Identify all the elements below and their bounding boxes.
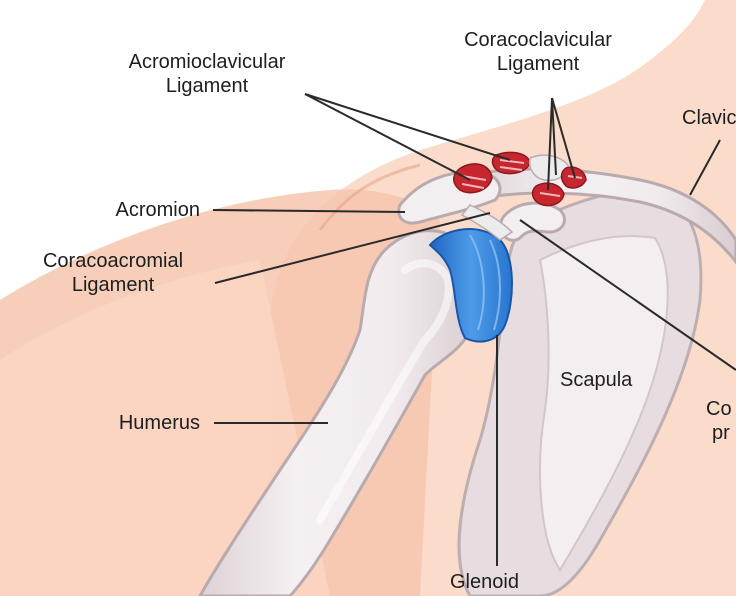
label-coracoid-line2: pr [712,422,730,444]
skin-shoulder-contour [318,163,421,231]
coracoacromial-ligament [460,204,514,241]
leader-coracoclavicular-1 [551,97,557,176]
label-coracoclavicular-ligament: Coracoclavicular Ligament [438,28,638,76]
glenoid-cartilage [428,228,513,343]
label-humerus: Humerus [118,412,200,434]
label-clavicle: Clavic [682,107,736,129]
skin-arm-light [0,260,330,596]
label-coracoacromial-line2: Ligament [71,274,155,296]
label-coracoclavicular-line1: Coracoclavicular [464,29,612,51]
label-acromioclavicular-line1: Acromioclavicular [128,51,286,73]
leader-acromion [212,209,406,213]
leader-coracoacromial [214,212,491,284]
glenoid-cartilage-ridges [469,234,501,331]
label-glenoid: Glenoid [450,571,519,593]
label-coracoid-line1: Co [706,398,732,420]
leader-coracoclavicular-3 [547,97,553,191]
label-coracoid-process: Co pr [706,397,736,445]
leader-acromioclavicular-2 [304,93,511,161]
leader-coracoid-process [519,219,736,371]
leader-acromioclavicular-1 [304,93,471,181]
label-acromion: Acromion [115,199,200,221]
label-coracoacromial-line1: Coracoacromial [42,250,184,272]
scapula-inner-shading [538,235,669,572]
label-coracoclavicular-line2: Ligament [496,53,580,75]
leader-lines [212,93,736,566]
leader-clavicle [689,139,721,196]
leader-coracoclavicular-2 [551,97,576,179]
label-coracoacromial-ligament: Coracoacromial Ligament [18,249,208,297]
acromioclavicular-ligament [453,151,531,194]
humerus-shaft-highlight [316,259,453,524]
label-scapula: Scapula [560,369,633,391]
label-acromioclavicular-line2: Ligament [165,75,249,97]
label-acromioclavicular-ligament: Acromioclavicular Ligament [100,50,314,98]
